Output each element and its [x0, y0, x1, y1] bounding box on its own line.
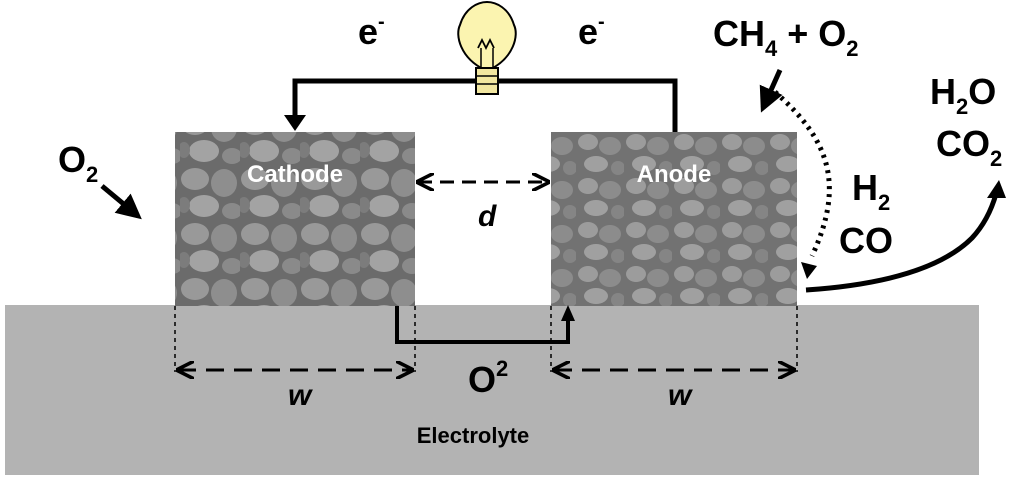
oxygen-inlet-arrow [100, 184, 142, 220]
anode-width-label: w [668, 379, 693, 412]
oxide-arrowhead [561, 305, 575, 321]
fuel-inlet-arrow [759, 68, 783, 113]
cathode-width-label: w [288, 379, 313, 412]
cathode-electrode [175, 132, 415, 306]
anode-electrode [551, 132, 797, 306]
electron-label-left: e- [358, 11, 385, 52]
wire-arrowhead [284, 115, 306, 131]
light-bulb-icon [457, 0, 517, 95]
reforming-arrowhead [801, 262, 817, 279]
gap-label: d [478, 200, 497, 233]
product-outlet-arrow [805, 193, 999, 293]
reforming-dotted-arrow [773, 90, 832, 258]
electrolyte-label: Electrolyte [417, 423, 530, 448]
water-label: H2O [930, 71, 996, 119]
carbon-monoxide-label: CO [839, 220, 893, 261]
electrode-edge-guides [174, 306, 798, 372]
hydrogen-label: H2 [852, 167, 890, 215]
oxide-ion-label: O2 [468, 356, 508, 400]
carbon-dioxide-label: CO2 [936, 123, 1002, 171]
oxygen-inlet-label: O2 [58, 139, 98, 187]
oxide-ion-path [395, 306, 570, 344]
electron-label-right: e- [578, 11, 605, 52]
anode-label: Anode [637, 161, 712, 188]
fuel-label: CH4 + O2 [713, 13, 859, 61]
product-arrowhead [987, 180, 1006, 198]
cathode-label: Cathode [247, 161, 343, 188]
electrolyte-slab [5, 305, 979, 475]
